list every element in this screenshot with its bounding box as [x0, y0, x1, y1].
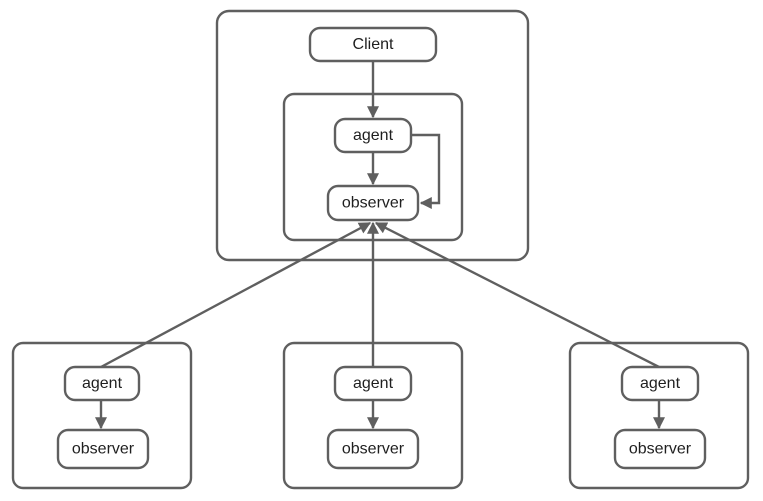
- client-node: Client: [308, 26, 438, 63]
- edge-center-agent-to-observer-side: [411, 133, 441, 209]
- right-agent-node: agent: [620, 365, 700, 402]
- center-agent-node: agent: [333, 117, 413, 154]
- edge-left-agent-to-center-observer: [100, 221, 372, 369]
- middle-agent-label: agent: [353, 375, 394, 392]
- right-observer-label: observer: [629, 441, 692, 458]
- middle-observer-label: observer: [342, 441, 405, 458]
- left-agent-node: agent: [63, 365, 141, 402]
- edge-right-agent-to-center-observer: [374, 221, 660, 369]
- left-agent-label: agent: [82, 375, 123, 392]
- center-observer-label: observer: [342, 195, 405, 212]
- left-observer-label: observer: [72, 441, 135, 458]
- center-observer-node: observer: [326, 184, 420, 222]
- center-agent-label: agent: [353, 127, 394, 144]
- client-node-label: Client: [353, 36, 394, 53]
- right-observer-node: observer: [613, 428, 707, 470]
- right-agent-label: agent: [640, 375, 681, 392]
- middle-agent-node: agent: [333, 365, 413, 402]
- middle-observer-node: observer: [326, 428, 420, 470]
- left-observer-node: observer: [56, 428, 150, 470]
